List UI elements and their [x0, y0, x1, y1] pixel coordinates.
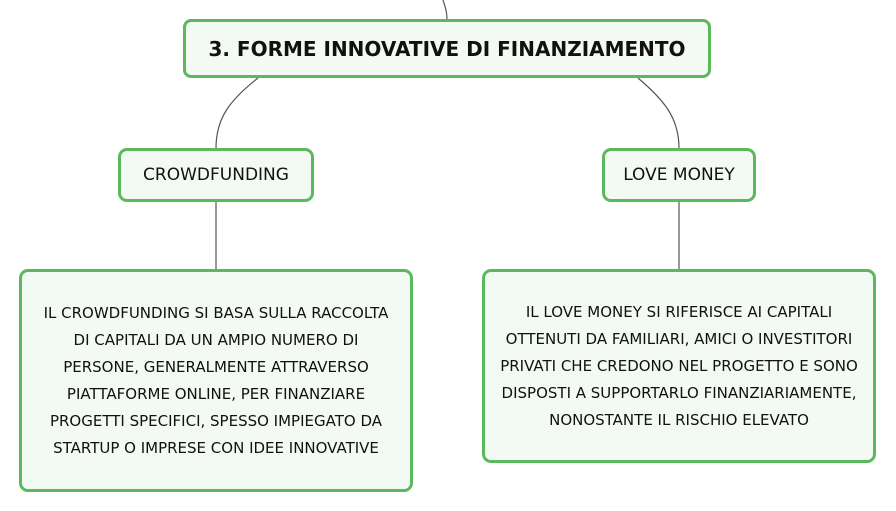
topic-love-money-description[interactable]: IL LOVE MONEY SI RIFERISCE AI CAPITALI O…: [482, 269, 876, 463]
topic-love-money[interactable]: LOVE MONEY: [602, 148, 756, 202]
love-money-description-text: IL LOVE MONEY SI RIFERISCE AI CAPITALI O…: [500, 302, 858, 429]
topic-love-money-label: LOVE MONEY: [623, 165, 735, 185]
connector-root-to-love-money: [637, 77, 680, 149]
root-topic-title: 3. FORME INNOVATIVE DI FINANZIAMENTO: [208, 36, 686, 61]
topic-crowdfunding-label: CROWDFUNDING: [143, 165, 289, 185]
topic-crowdfunding-description[interactable]: IL CROWDFUNDING SI BASA SULLA RACCOLTA D…: [19, 269, 413, 492]
connector-parent-to-root: [442, 0, 448, 20]
crowdfunding-description-text: IL CROWDFUNDING SI BASA SULLA RACCOLTA D…: [43, 303, 389, 457]
connector-root-to-crowdfunding: [215, 77, 259, 149]
topic-crowdfunding[interactable]: CROWDFUNDING: [118, 148, 314, 202]
root-topic[interactable]: 3. FORME INNOVATIVE DI FINANZIAMENTO: [183, 19, 711, 78]
